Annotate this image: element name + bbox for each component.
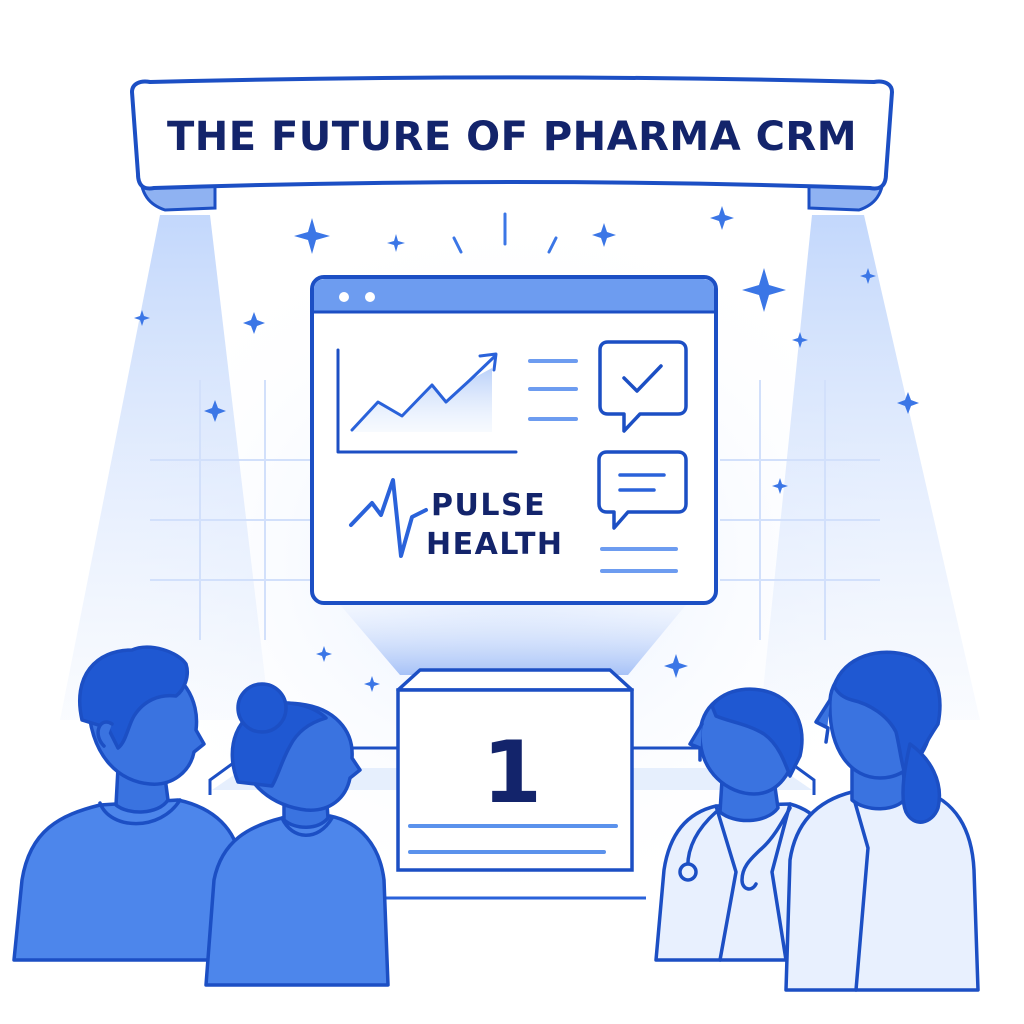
man-left-collar <box>98 798 182 826</box>
brand-name-line2: HEALTH <box>426 527 564 562</box>
sparkles <box>134 206 919 692</box>
sparkle-icon <box>387 234 405 252</box>
trend-line <box>350 355 496 432</box>
presentation-screen: PULSE HEALTH <box>310 275 718 605</box>
sparkle-icon <box>710 206 734 230</box>
brand-name-line1: PULSE <box>431 488 546 523</box>
woman-ponytail-lapel <box>850 790 870 992</box>
pulse-logo-icon <box>349 478 428 558</box>
right-light-beam <box>760 215 980 720</box>
window-dot-icon <box>365 292 375 302</box>
check-mark <box>622 364 663 393</box>
sparkle-icon <box>316 646 332 662</box>
sparkle-icon <box>294 218 330 254</box>
woman-bun-knot <box>236 682 288 734</box>
podium-light-beam <box>336 600 690 675</box>
audience-woman-bun <box>204 682 390 987</box>
sparkle-icon <box>592 223 616 247</box>
doctor-face-profile <box>688 722 704 762</box>
sparkle-icon <box>204 400 226 422</box>
podium: 1 <box>396 668 634 872</box>
audience-woman-ponytail <box>784 650 980 992</box>
woman-bun-body <box>204 814 390 987</box>
stethoscope-chestpiece <box>678 862 698 882</box>
sparkle-icon <box>742 268 786 312</box>
sparkle-icon <box>792 332 808 348</box>
sparkle-icon <box>134 310 150 326</box>
doctor-lapel-left <box>714 804 738 962</box>
woman-bun-collar <box>280 816 334 837</box>
trend-area <box>352 368 492 432</box>
screen-footer-lines <box>600 547 678 573</box>
woman-ponytail-body <box>784 788 980 992</box>
sparkle-icon <box>243 312 265 334</box>
doctor-lapel-right <box>770 802 792 962</box>
sparkle-icon <box>860 268 876 284</box>
sparkle-icon <box>897 392 919 414</box>
trend-chart-icon <box>336 348 518 454</box>
banner-body <box>129 75 895 191</box>
podium-number: 1 <box>482 723 542 823</box>
window-dot-icon <box>339 292 349 302</box>
doctor-hair <box>710 687 804 778</box>
title-banner: THE FUTURE OF PHARMA CRM <box>129 75 895 212</box>
woman-ponytail-face <box>814 698 832 744</box>
sparkle-icon <box>364 676 380 692</box>
man-left-ear <box>96 720 114 748</box>
message-chat-icon <box>597 450 688 530</box>
sparkle-icon <box>772 478 788 494</box>
podium-front <box>396 688 634 872</box>
sparkle-rays <box>452 212 558 254</box>
left-light-beam <box>60 215 270 720</box>
check-chat-icon <box>598 340 688 433</box>
woman-ponytail-tail <box>901 742 942 824</box>
sparkle-icon <box>664 654 688 678</box>
trend-arrow-head <box>478 352 498 372</box>
screen-title-bar <box>314 279 714 312</box>
podium-top <box>396 668 634 692</box>
screen-text-lines <box>528 359 578 421</box>
trend-axis <box>336 348 518 454</box>
background-grid <box>150 380 880 640</box>
banner-title: THE FUTURE OF PHARMA CRM <box>167 114 857 160</box>
